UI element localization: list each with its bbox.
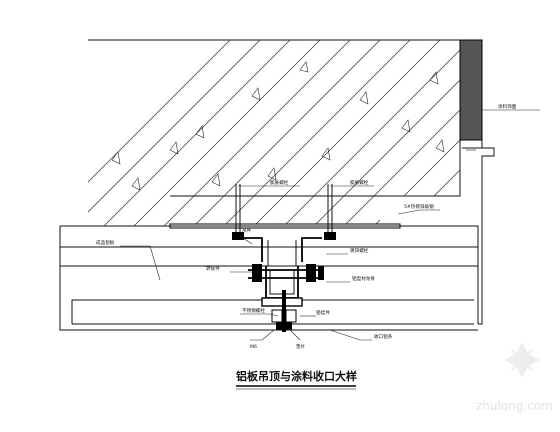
callout-clip: 铝挂件 — [316, 309, 330, 316]
drawing-title-block: 铝板吊顶与涂料收口大样 — [236, 369, 357, 390]
watermark-logo-icon — [504, 342, 540, 378]
callout-ss-bolt: 不锈钢螺栓 — [242, 307, 265, 314]
callout-aluminum-panel: 成品铝板 — [96, 239, 115, 246]
callout-adapter: 转接件 — [206, 265, 220, 272]
leader-lines — [120, 109, 540, 341]
anchor-bolt-left — [232, 184, 244, 240]
callout-hanger: 吊件 — [242, 227, 252, 234]
ceiling-panels — [59, 225, 479, 331]
hanger-brackets — [242, 237, 322, 266]
callout-keel: 铝型材龙骨 — [352, 275, 375, 282]
watermark: zhulong.com — [476, 342, 553, 413]
callout-anchor-bolt-1: 膨胀螺栓 — [270, 179, 289, 186]
callout-trim-strip: 收口铝条 — [374, 333, 393, 340]
anchor-bolt-right — [324, 184, 336, 240]
callout-steel-angle: 5#热镀锌角钢 — [404, 203, 434, 210]
drawing-title: 铝板吊顶与涂料收口大样 — [236, 369, 357, 383]
watermark-text: zhulong.com — [476, 399, 553, 413]
callout-m6: M6 — [250, 344, 257, 350]
callout-wall-finish: 涂料饰面 — [498, 103, 517, 110]
callout-washer: 垫片 — [296, 343, 306, 350]
wall-finish — [459, 39, 495, 325]
callout-galv-bolt: 镀锌螺栓 — [350, 247, 369, 254]
aluminum-clip — [271, 290, 297, 332]
connector-bolt — [248, 264, 324, 282]
callout-anchor-bolt-2: 膨胀螺栓 — [350, 179, 369, 186]
callouts: 涂料饰面 膨胀螺栓 膨胀螺栓 5#热镀锌角钢 吊件 成品铝板 转接件 镀锌螺栓 … — [96, 103, 517, 350]
